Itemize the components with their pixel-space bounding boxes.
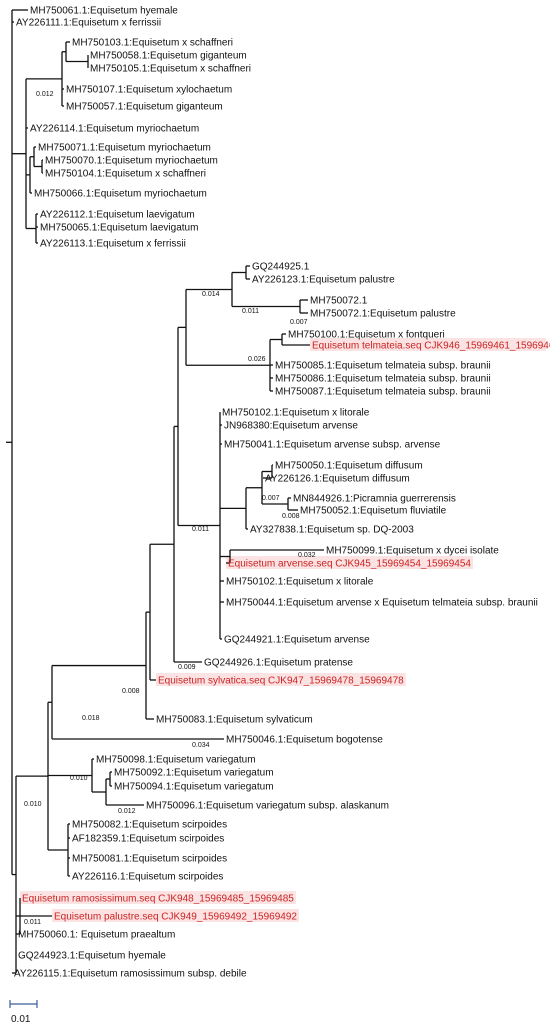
branch-support-value: 0.007 [262, 495, 280, 502]
branch-support-value: 0.011 [242, 308, 259, 315]
tip-label: MH750102.1:Equisetum x litorale [226, 577, 374, 588]
tip-label: MH750046.1:Equisetum bogotense [226, 735, 383, 746]
branch-support-value: 0.034 [192, 742, 210, 749]
branch-support-value: 0.007 [290, 319, 308, 326]
tip-label: MH750083.1:Equisetum sylvaticum [156, 715, 313, 726]
branch-support-value: 0.014 [202, 291, 220, 298]
branch-support-value: 0.010 [70, 775, 88, 782]
tip-label: MH750087.1:Equisetum telmateia subsp. br… [275, 387, 491, 398]
tip-label: MH750103.1:Equisetum x schaffneri [72, 38, 233, 49]
branch-support-value: 0.009 [178, 664, 196, 671]
tip-label: MH750061.1:Equisetum hyemale [30, 6, 178, 17]
branch-support-value: 0.012 [36, 91, 54, 98]
branch-support-value: 0.026 [248, 356, 266, 363]
tip-label: GQ244926.1:Equisetum pratense [204, 658, 353, 669]
highlight-background [226, 556, 473, 569]
tip-label: GQ244925.1 [252, 262, 310, 273]
highlight-background [20, 891, 296, 904]
tip-label: AY226126.1:Equisetum diffusum [265, 474, 410, 485]
scale-bar-label: 0.01 [11, 1014, 31, 1025]
tip-label: JN968380:Equisetum arvense [224, 421, 358, 432]
tip-label: AY226111.1:Equisetum x ferrissii [16, 18, 161, 29]
tip-label: MH750072.1 [310, 296, 368, 307]
branch-support-value: 0.011 [24, 919, 41, 926]
tip-label: MH750105.1:Equisetum x schaffneri [90, 64, 251, 75]
highlight-background [310, 338, 546, 351]
tip-label: MH750058.1:Equisetum giganteum [90, 51, 247, 62]
tip-label: MH750057.1:Equisetum giganteum [66, 102, 223, 113]
tip-label-layer: MH750061.1:Equisetum hyemaleAY226111.1:E… [14, 6, 550, 980]
tip-label: AY327838.1:Equisetum sp. DQ-2003 [250, 525, 414, 536]
tip-label: MH750099.1:Equisetum x dycei isolate [326, 546, 499, 557]
tip-label: AY226114.1:Equisetum myriochaetum [30, 124, 199, 135]
tip-label: AY226112.1:Equisetum laevigatum [40, 210, 195, 221]
tip-label: MH750100.1:Equisetum x fontqueri [288, 330, 445, 341]
highlight-background [52, 909, 299, 922]
tip-label: MH750092.1:Equisetum variegatum [114, 768, 274, 779]
tip-label: MH750070.1:Equisetum myriochaetum [45, 156, 218, 167]
highlighted-tip-label: Equisetum palustre.seq CJK949_15969492_1… [54, 912, 297, 923]
tip-label: MH750104.1:Equisetum x schaffneri [45, 169, 206, 180]
tip-label: MH750052.1:Equisetum fluviatile [300, 506, 447, 517]
tip-label: MH750041.1:Equisetum arvense subsp. arve… [224, 440, 441, 451]
branch-layer [6, 9, 324, 974]
tip-label: AF182359.1:Equisetum scirpoides [72, 834, 224, 845]
highlighted-tip-label: Equisetum telmateia.seq CJK946_15969461_… [312, 341, 550, 352]
tip-label: MH750098.1:Equisetum variegatum [96, 755, 256, 766]
highlighted-tip-label: Equisetum ramosissimum.seq CJK948_159694… [22, 894, 294, 905]
tip-label: MH750081.1:Equisetum scirpoides [72, 854, 227, 865]
highlight-background [156, 673, 406, 686]
branch-support-value: 0.008 [122, 688, 140, 695]
branch-support-value: 0.011 [192, 526, 209, 533]
tip-label: GQ244921.1:Equisetum arvense [224, 635, 370, 646]
scale-bar: 0.01 [9, 1000, 38, 1025]
branch-support-value: 0.012 [118, 808, 136, 815]
tip-label: MH750066.1:Equisetum myriochaetum [34, 189, 207, 200]
tip-label: MH750072.1:Equisetum palustre [310, 309, 456, 320]
tip-label: AY226116.1:Equisetum scirpoides [72, 872, 223, 883]
tip-label: MH750094.1:Equisetum variegatum [114, 782, 274, 793]
tip-label: MH750096.1:Equisetum variegatum subsp. a… [146, 801, 389, 812]
tip-label: MH750071.1:Equisetum myriochaetum [38, 143, 211, 154]
branch-support-value: 0.010 [24, 801, 42, 808]
tip-label: AY226113.1:Equisetum x ferrissii [40, 239, 186, 250]
tip-label: MH750085.1:Equisetum telmateia subsp. br… [275, 361, 491, 372]
branch-support-value: 0.018 [82, 715, 100, 722]
highlighted-tip-label: Equisetum sylvatica.seq CJK947_15969478_… [158, 676, 404, 687]
tip-label: MN844926.1:Picramnia guerrerensis [293, 494, 456, 505]
tip-label: MH750060.1: Equisetum praealtum [18, 930, 175, 941]
tip-label: AY226123.1:Equisetum palustre [252, 275, 395, 286]
branch-support-value: 0.008 [282, 513, 300, 520]
tip-label: MH750086.1:Equisetum telmateia subsp. br… [275, 374, 491, 385]
tip-label: GQ244923.1:Equisetum hyemale [18, 951, 166, 962]
support-label-layer: 0.012 0.014 0.011 0.007 0.026 0.007 0.008 0.032… [24, 91, 316, 926]
tip-label: MH750082.1:Equisetum scirpoides [72, 820, 227, 831]
tip-label: MH750102.1:Equisetum x litorale [222, 408, 370, 419]
tip-label: MH750107.1:Equisetum xylochaetum [66, 85, 232, 96]
highlighted-tip-label: Equisetum arvense.seq CJK945_15969454_15… [228, 559, 471, 570]
tip-label: MH750065.1:Equisetum laevigatum [40, 223, 198, 234]
tip-label: AY226115.1:Equisetum ramosissimum subsp.… [14, 969, 247, 980]
tip-label: MH750050.1:Equisetum diffusum [275, 461, 423, 472]
tip-label: MH750044.1:Equisetum arvense x Equisetum… [226, 598, 538, 609]
branch-support-value: 0.032 [298, 552, 316, 559]
highlight-layer [20, 338, 546, 922]
